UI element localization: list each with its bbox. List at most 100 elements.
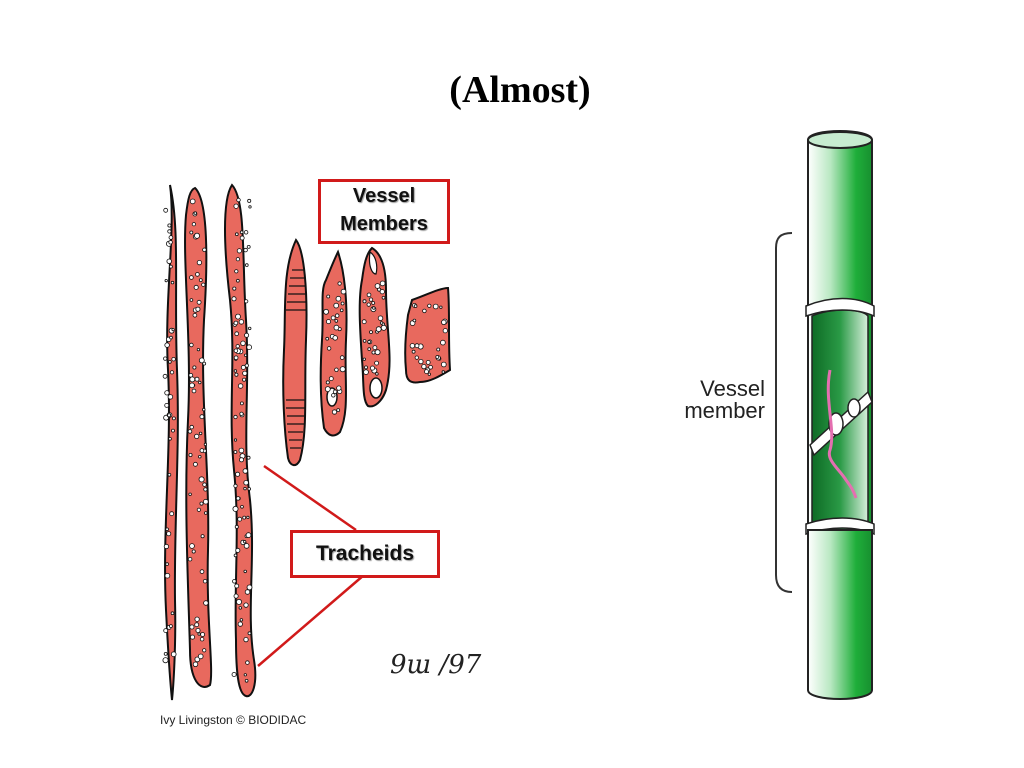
- pit-mark: [235, 232, 239, 236]
- pit-mark: [162, 657, 169, 664]
- pit-mark: [369, 365, 375, 371]
- pit-mark: [194, 376, 200, 382]
- pit-mark: [199, 569, 205, 574]
- pit-mark: [247, 487, 251, 491]
- pit-mark: [326, 346, 332, 351]
- pit-mark: [191, 549, 196, 554]
- pit-mark: [233, 369, 238, 373]
- pit-mark: [199, 501, 204, 506]
- pit-mark: [372, 306, 376, 310]
- pit-mark: [238, 606, 242, 610]
- vessel-tube-drawing: [775, 130, 875, 700]
- image-credit: Ivy Livingston © BIODIDAC: [160, 713, 307, 727]
- pit-mark: [414, 343, 420, 349]
- pit-mark: [435, 355, 440, 359]
- pit-mark: [189, 424, 194, 430]
- pit-mark: [333, 324, 340, 331]
- pit-mark: [334, 367, 339, 372]
- pit-mark: [340, 301, 345, 306]
- pit-mark: [372, 345, 378, 351]
- pit-mark: [380, 324, 387, 331]
- pit-mark: [234, 524, 239, 529]
- pit-mark: [237, 383, 244, 389]
- pit-mark: [424, 369, 429, 375]
- pit-mark: [240, 364, 246, 370]
- pit-mark: [247, 631, 252, 636]
- pit-mark: [334, 313, 340, 318]
- pit-mark: [427, 303, 432, 308]
- pit-mark: [189, 298, 194, 302]
- pit-mark: [233, 320, 239, 326]
- pit-mark: [440, 361, 447, 368]
- pit-mark: [336, 408, 341, 413]
- pit-mark: [199, 637, 205, 642]
- pit-mark: [196, 507, 202, 512]
- pit-mark: [198, 357, 205, 364]
- pit-mark: [245, 660, 250, 665]
- pit-mark: [233, 203, 239, 209]
- pit-mark: [203, 600, 209, 606]
- pit-mark: [244, 363, 249, 368]
- pit-mark: [170, 280, 175, 285]
- crossbar-knot-2: [847, 398, 861, 418]
- pit-mark: [198, 380, 202, 385]
- pit-mark: [199, 448, 205, 453]
- pit-mark: [170, 651, 177, 658]
- pit-mark: [413, 304, 418, 308]
- pit-mark: [189, 543, 195, 549]
- pit-mark: [202, 648, 207, 653]
- pit-mark: [168, 360, 172, 364]
- pit-mark: [243, 486, 247, 491]
- pit-mark: [334, 319, 339, 323]
- pit-mark: [200, 534, 205, 539]
- pit-mark: [197, 632, 201, 636]
- pit-mark: [239, 411, 244, 416]
- vessel-member-bracket: [775, 232, 793, 593]
- upper-tube-segment: [807, 130, 873, 317]
- pit-mark: [163, 543, 169, 550]
- pit-mark: [362, 339, 367, 343]
- pit-mark: [166, 531, 172, 537]
- pit-mark: [239, 618, 244, 622]
- pit-mark: [194, 656, 201, 663]
- pit-mark: [236, 598, 243, 605]
- pit-mark: [192, 313, 198, 318]
- pit-mark: [233, 348, 239, 353]
- pit-mark: [234, 583, 240, 589]
- pit-mark: [202, 498, 209, 505]
- pit-mark: [202, 247, 207, 252]
- tracheids-callout-line-upper: [263, 464, 357, 532]
- pit-mark: [171, 416, 176, 421]
- pit-mark: [248, 205, 252, 209]
- xylem-cells-illustration: Vessel Members Tracheids 9ɯ /97 Ivy Livi…: [150, 170, 481, 740]
- pit-mark: [325, 336, 330, 341]
- xylem-cells-drawing: [162, 183, 452, 701]
- pit-mark: [164, 402, 170, 408]
- pit-mark: [432, 303, 439, 310]
- pit-mark: [189, 342, 194, 348]
- pit-mark: [198, 431, 203, 436]
- pit-mark: [441, 370, 445, 374]
- pit-mark: [167, 413, 172, 418]
- pit-mark: [339, 355, 345, 360]
- pit-mark: [198, 455, 202, 459]
- pit-mark: [364, 365, 368, 370]
- pit-mark: [379, 280, 386, 287]
- pit-mark: [203, 442, 208, 446]
- pit-mark: [421, 364, 427, 370]
- cell-pits: [162, 197, 448, 683]
- pit-mark: [195, 272, 200, 277]
- pit-mark: [371, 301, 376, 305]
- pit-mark: [187, 429, 193, 434]
- pit-mark: [239, 230, 244, 234]
- tracheid-cell-1: [164, 184, 179, 701]
- pit-mark: [163, 356, 168, 361]
- pit-mark: [247, 198, 252, 203]
- vessel-members-callout: Vessel Members: [318, 179, 450, 244]
- pit-mark: [232, 579, 237, 584]
- pit-mark: [234, 331, 239, 337]
- pit-mark: [363, 369, 369, 375]
- perforation-bottom: [369, 377, 383, 399]
- pit-mark: [374, 349, 381, 356]
- pit-mark: [237, 621, 243, 627]
